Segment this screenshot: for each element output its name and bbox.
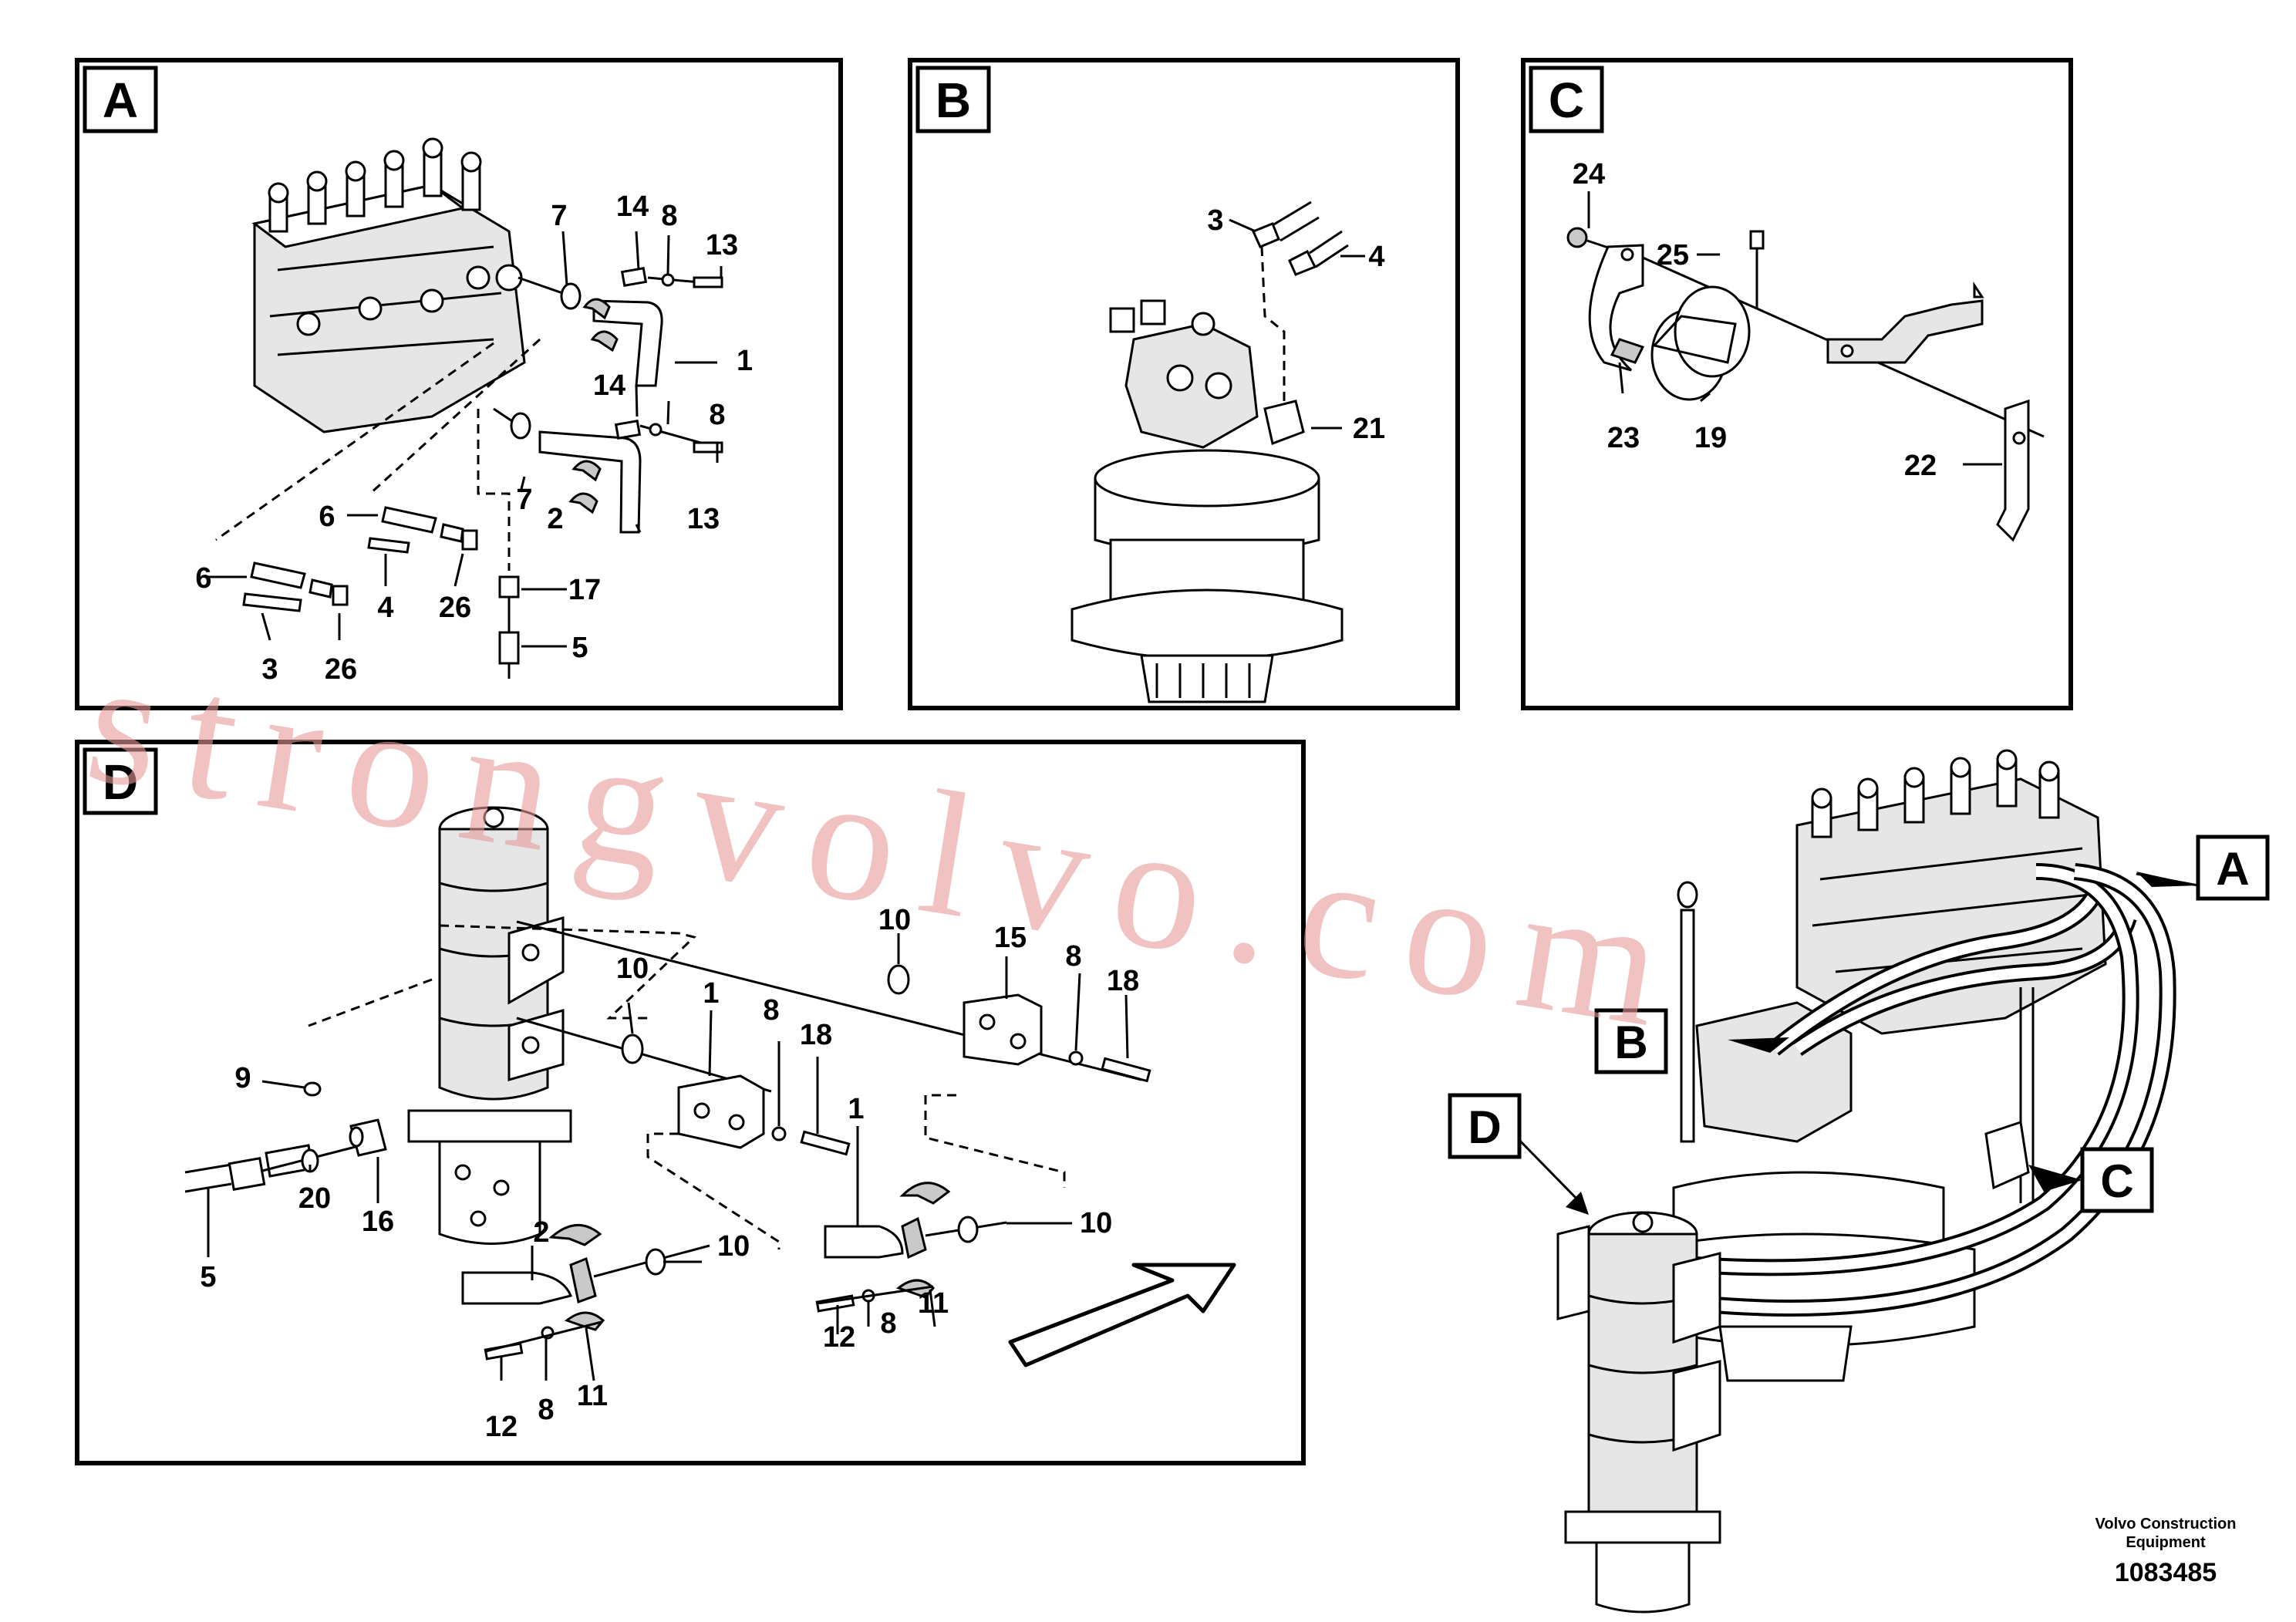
callout-label: 21 — [1353, 413, 1385, 445]
callout-label: 13 — [706, 229, 738, 261]
brand-line-1: Volvo Construction — [2095, 1516, 2237, 1533]
brand-line-2: Equipment — [2126, 1534, 2206, 1551]
callout-label: 3 — [261, 653, 278, 686]
hose-5-drawing — [184, 1081, 387, 1193]
control-valve-drawing — [251, 137, 526, 433]
connector-d — [308, 924, 1066, 1249]
connector-a-1 — [215, 342, 494, 541]
connector-a-3 — [477, 409, 511, 571]
pipe-1-drawing — [518, 266, 723, 387]
callout-label: 7 — [551, 200, 567, 232]
callout-label: 15 — [994, 922, 1027, 954]
callout-label: 1 — [848, 1093, 864, 1125]
callout-label: 17 — [568, 574, 601, 606]
callout-label: 8 — [661, 200, 677, 232]
callout-d-letter: D — [1468, 1101, 1501, 1153]
callout-label: 6 — [319, 501, 335, 533]
document-number: 1083485 — [2115, 1558, 2217, 1587]
callout-label: 26 — [439, 592, 471, 624]
callout-a-box — [2196, 835, 2270, 901]
callout-label: 10 — [717, 1230, 750, 1263]
callout-label: 12 — [485, 1411, 518, 1443]
callout-label: 24 — [1573, 158, 1605, 191]
callout-label: 10 — [616, 953, 649, 985]
panel-b-letter-box — [915, 66, 991, 133]
panel-d: D — [75, 740, 1306, 1465]
flange-1-drawing — [621, 1034, 851, 1156]
callout-label: 9 — [234, 1062, 251, 1094]
callout-label: 26 — [325, 653, 357, 686]
callout-label: 1 — [737, 345, 753, 377]
callout-label: 6 — [195, 562, 211, 595]
callout-label: 19 — [1694, 422, 1727, 454]
callout-c-box — [2080, 1147, 2154, 1213]
callout-label: 8 — [1065, 940, 1081, 973]
callout-label: 11 — [918, 1287, 949, 1320]
panel-a-letter: A — [103, 73, 138, 128]
callout-label: 22 — [1904, 450, 1937, 482]
callout-b-box — [1594, 1008, 1668, 1074]
callout-label: 18 — [800, 1019, 832, 1051]
callout-label: 11 — [577, 1380, 608, 1412]
clamp-assembly-drawing — [1566, 227, 2045, 542]
callout-label: 12 — [823, 1321, 855, 1354]
callout-label: 13 — [687, 503, 720, 535]
callout-label: 10 — [1080, 1207, 1112, 1239]
callout-label: 3 — [1207, 204, 1223, 237]
callout-label: 5 — [200, 1261, 216, 1293]
callout-label: 14 — [616, 191, 649, 223]
panel-c-letter-box — [1529, 66, 1604, 133]
callout-label: 18 — [1107, 965, 1139, 997]
callout-c-letter: C — [2100, 1155, 2133, 1207]
callout-label: 23 — [1607, 422, 1640, 454]
direction-arrow-icon — [1008, 1263, 1236, 1367]
panel-b-letter: B — [936, 73, 971, 128]
fittings-17-5-drawing — [498, 575, 520, 679]
overview-drawing — [1556, 749, 2176, 1614]
callout-b-letter: B — [1614, 1017, 1647, 1068]
callout-label: 7 — [516, 484, 532, 516]
callout-label: 5 — [571, 632, 588, 664]
pipe-2-d-drawing — [461, 1223, 710, 1361]
center-joint-drawing — [407, 806, 572, 1245]
callout-label: 10 — [878, 904, 911, 936]
callout-label: 8 — [880, 1307, 896, 1340]
callout-label: 14 — [593, 369, 625, 402]
callout-label: 8 — [709, 399, 725, 431]
callout-label: 25 — [1657, 239, 1689, 271]
panel-a: A — [75, 58, 843, 710]
callout-label: 2 — [547, 503, 563, 535]
panel-d-letter-box — [83, 747, 158, 815]
callout-label: 2 — [533, 1216, 549, 1249]
hoses-6-drawing — [242, 506, 478, 612]
swing-motor-drawing — [1070, 201, 1349, 703]
callout-label: 8 — [538, 1394, 554, 1426]
overview-callouts: A B C D — [1448, 835, 2270, 1215]
flange-15-drawing — [887, 964, 1151, 1083]
callout-label: 1 — [703, 977, 719, 1010]
pipe-1-d-drawing — [815, 1182, 1007, 1313]
callout-a-letter: A — [2216, 843, 2249, 895]
callout-label: 16 — [362, 1206, 394, 1238]
callout-label: 4 — [377, 592, 393, 624]
callout-label: 4 — [1368, 241, 1384, 273]
callout-label: 20 — [298, 1182, 331, 1215]
connector-a-2 — [369, 338, 541, 495]
panel-c-letter: C — [1549, 73, 1584, 128]
panel-c: C 24 25 23 19 22 — [1521, 58, 2073, 710]
pipe-2-drawing — [493, 407, 723, 534]
callout-label: 8 — [763, 994, 779, 1027]
panel-a-letter-box — [83, 66, 158, 133]
panel-b: B 3 4 21 — [908, 58, 1460, 710]
callout-d-box — [1448, 1093, 1522, 1159]
panel-d-letter: D — [103, 754, 138, 810]
